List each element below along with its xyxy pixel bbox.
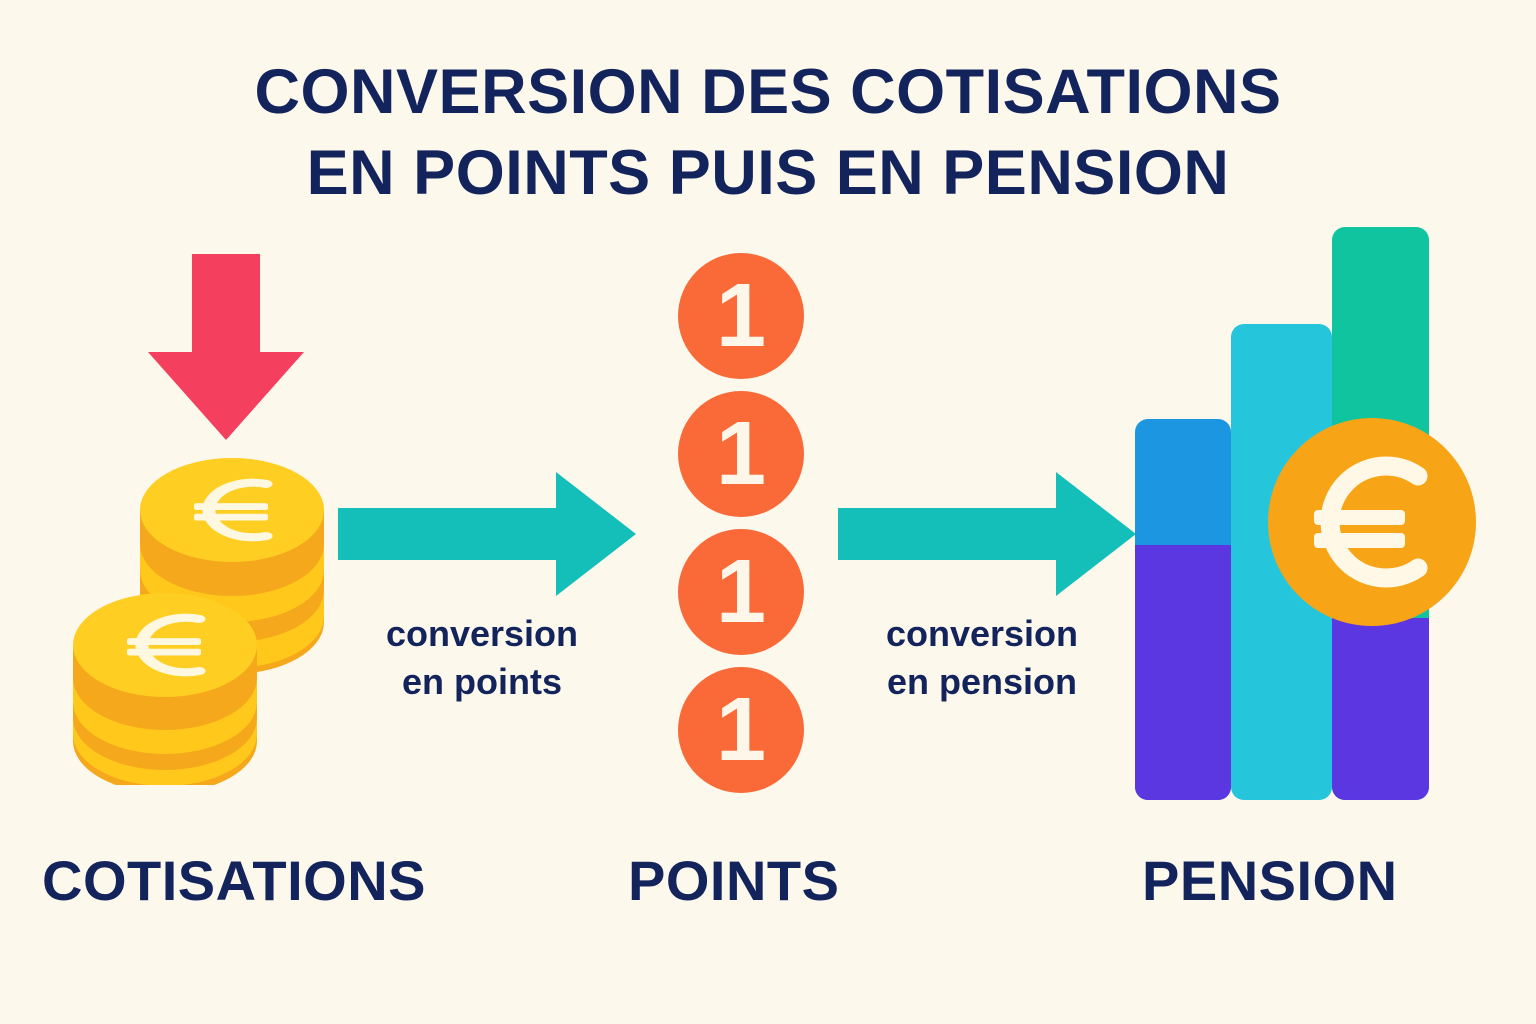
arrow-right-icon-conversion-pension	[838, 470, 1138, 598]
caption-line-2: en pension	[886, 661, 1078, 703]
title-line-2: EN POINTS PUIS EN PENSION	[306, 137, 1230, 208]
stage-label-points: POINTS	[628, 849, 840, 912]
arrow-right-icon-conversion-points	[338, 470, 638, 598]
euro-coin-stack-illustration	[70, 440, 340, 793]
euro-symbol-icon	[1268, 418, 1476, 626]
caption-conversion-pension: conversion en pension	[832, 610, 1132, 706]
chart-bar-1	[1135, 419, 1231, 800]
point-token: 1	[678, 253, 804, 379]
stage-label-pension: PENSION	[1142, 849, 1398, 912]
points-column: 1 1 1 1	[678, 253, 806, 793]
caption-line-1: conversion	[385, 613, 579, 654]
stage-label-cotisations: COTISATIONS	[42, 849, 427, 912]
caption-line-2: en points	[402, 661, 562, 703]
caption-line-1: conversion	[885, 613, 1079, 654]
page-title: CONVERSION DES COTISATIONS EN POINTS PUI…	[0, 52, 1536, 213]
title-line-1: CONVERSION DES COTISATIONS	[254, 57, 1282, 127]
point-token: 1	[678, 529, 804, 655]
point-token: 1	[678, 667, 804, 793]
point-token: 1	[678, 391, 804, 517]
caption-conversion-points: conversion en points	[332, 610, 632, 706]
arrow-down-icon	[146, 252, 306, 442]
